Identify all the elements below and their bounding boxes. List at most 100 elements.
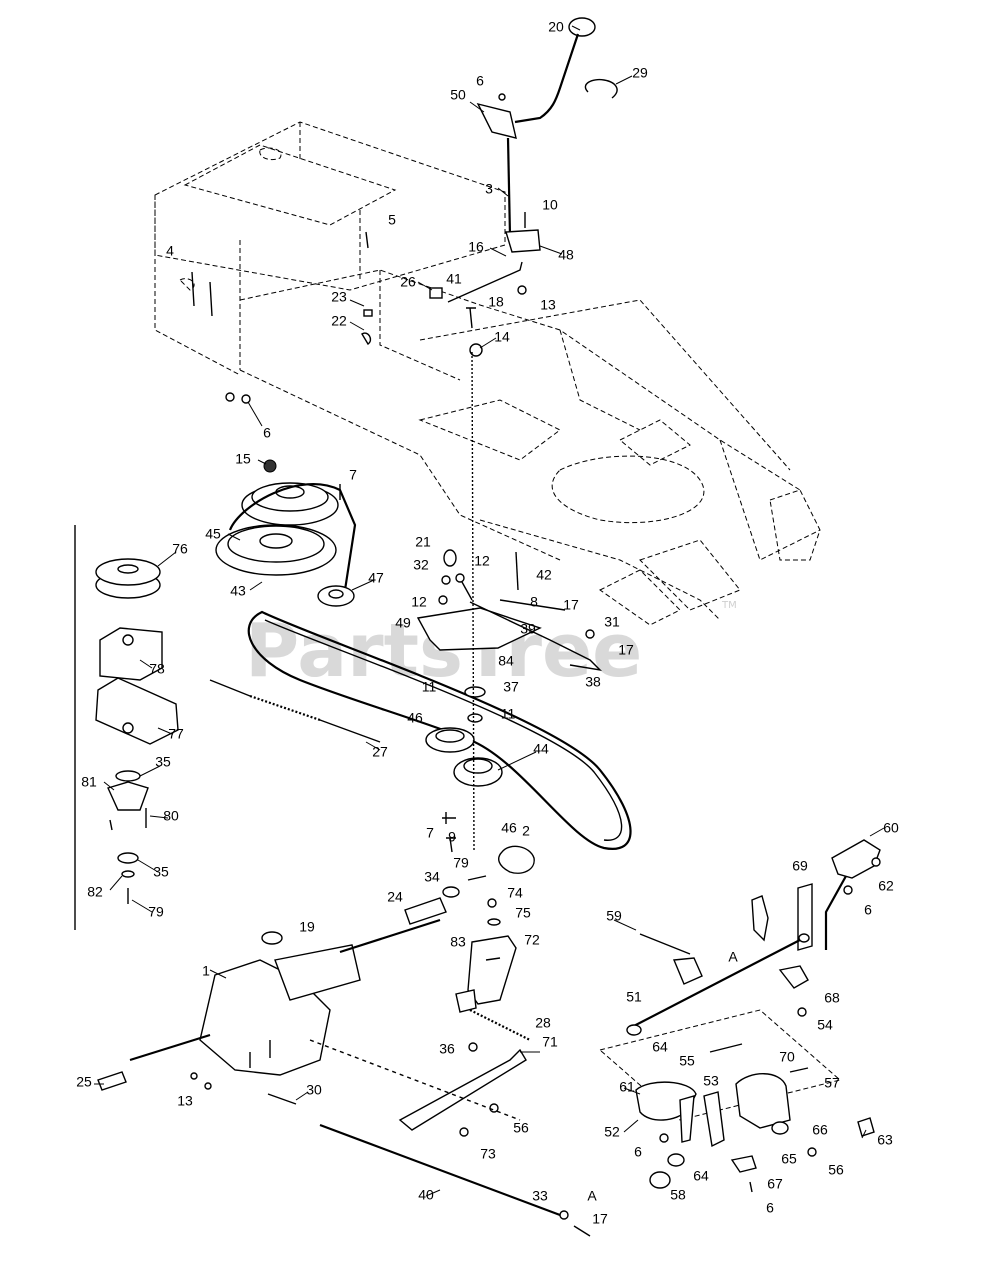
callout-62: 62 — [878, 878, 894, 894]
callout-46: 46 — [501, 820, 517, 836]
callout-12: 12 — [474, 553, 490, 569]
callout-44: 44 — [533, 741, 549, 757]
callout-73: 73 — [480, 1146, 496, 1162]
callout-52: 52 — [604, 1124, 620, 1140]
callout-8: 8 — [530, 594, 538, 610]
callout-7: 7 — [349, 467, 357, 483]
callout-A: A — [728, 949, 738, 965]
center-bracket-assembly — [267, 875, 591, 1237]
callout-40: 40 — [418, 1187, 434, 1203]
callout-21: 21 — [415, 534, 431, 550]
callout-28: 28 — [535, 1015, 551, 1031]
callout-65: 65 — [781, 1151, 797, 1167]
callout-48: 48 — [558, 247, 574, 263]
callout-79: 79 — [453, 855, 469, 871]
callout-53: 53 — [703, 1073, 719, 1089]
transaxle — [97, 897, 447, 1091]
callout-51: 51 — [626, 989, 642, 1005]
callout-47: 47 — [368, 570, 384, 586]
callout-34: 34 — [424, 869, 440, 885]
callout-6: 6 — [766, 1200, 774, 1216]
callout-77: 77 — [168, 726, 184, 742]
shift-lever-assembly — [361, 17, 618, 357]
callout-36: 36 — [439, 1041, 455, 1057]
callout-56: 56 — [828, 1162, 844, 1178]
callout-17: 17 — [592, 1211, 608, 1227]
callout-18: 18 — [488, 294, 504, 310]
callout-57: 57 — [824, 1075, 840, 1091]
callout-37: 37 — [503, 679, 519, 695]
callout-59: 59 — [606, 908, 622, 924]
callout-31: 31 — [604, 614, 620, 630]
callout-39: 39 — [520, 621, 536, 637]
leader-lines — [94, 25, 885, 1197]
frame — [154, 121, 821, 626]
callout-42: 42 — [536, 567, 552, 583]
callout-11: 11 — [422, 679, 437, 695]
callout-26: 26 — [400, 274, 416, 290]
callout-68: 68 — [824, 990, 840, 1006]
callout-9: 9 — [448, 829, 456, 845]
callout-49: 49 — [395, 615, 411, 631]
callout-27: 27 — [372, 744, 388, 760]
callout-82: 82 — [87, 884, 103, 900]
callout-84: 84 — [498, 653, 514, 669]
pulley-assembly — [215, 459, 632, 850]
pedal-brake-assembly — [598, 839, 881, 1193]
callout-83: 83 — [450, 934, 466, 950]
callout-75: 75 — [515, 905, 531, 921]
callout-6: 6 — [476, 73, 484, 89]
callout-4: 4 — [166, 243, 174, 259]
callout-61: 61 — [619, 1079, 635, 1095]
left-inset — [74, 525, 179, 930]
callout-22: 22 — [331, 313, 347, 329]
callout-3: 3 — [485, 181, 493, 197]
callout-35: 35 — [155, 754, 171, 770]
callout-66: 66 — [812, 1122, 828, 1138]
callout-54: 54 — [817, 1017, 833, 1033]
callout-25: 25 — [76, 1074, 92, 1090]
callout-41: 41 — [446, 271, 462, 287]
callout-6: 6 — [864, 902, 872, 918]
frame-bolts — [191, 271, 251, 404]
callout-33: 33 — [532, 1188, 548, 1204]
callout-11: 11 — [501, 706, 516, 722]
callout-38: 38 — [585, 674, 601, 690]
callout-64: 64 — [652, 1039, 668, 1055]
spring-27 — [209, 679, 381, 743]
callout-A: A — [587, 1188, 597, 1204]
callout-78: 78 — [149, 661, 165, 677]
callout-13: 13 — [540, 297, 556, 313]
idler-assembly — [416, 351, 603, 874]
callout-13: 13 — [177, 1093, 193, 1109]
callout-24: 24 — [387, 889, 403, 905]
callout-60: 60 — [883, 820, 899, 836]
callout-14: 14 — [494, 329, 510, 345]
callout-69: 69 — [792, 858, 808, 874]
callout-76: 76 — [172, 541, 188, 557]
callout-43: 43 — [230, 583, 246, 599]
callout-17: 17 — [563, 597, 579, 613]
watermark-trademark: TM — [721, 600, 737, 611]
callout-23: 23 — [331, 289, 347, 305]
callout-56: 56 — [513, 1120, 529, 1136]
callout-50: 50 — [450, 87, 466, 103]
callout-32: 32 — [413, 557, 429, 573]
callout-58: 58 — [670, 1187, 686, 1203]
callout-55: 55 — [679, 1053, 695, 1069]
callout-64: 64 — [693, 1168, 709, 1184]
callout-6: 6 — [263, 425, 271, 441]
callout-70: 70 — [779, 1049, 795, 1065]
callout-71: 71 — [542, 1034, 558, 1050]
callout-30: 30 — [306, 1082, 322, 1098]
callout-46: 46 — [407, 710, 423, 726]
callout-15: 15 — [235, 451, 251, 467]
callout-12: 12 — [411, 594, 427, 610]
callout-2: 2 — [522, 823, 530, 839]
callout-16: 16 — [468, 239, 484, 255]
callout-10: 10 — [542, 197, 558, 213]
callout-7: 7 — [426, 825, 434, 841]
callout-67: 67 — [767, 1176, 783, 1192]
